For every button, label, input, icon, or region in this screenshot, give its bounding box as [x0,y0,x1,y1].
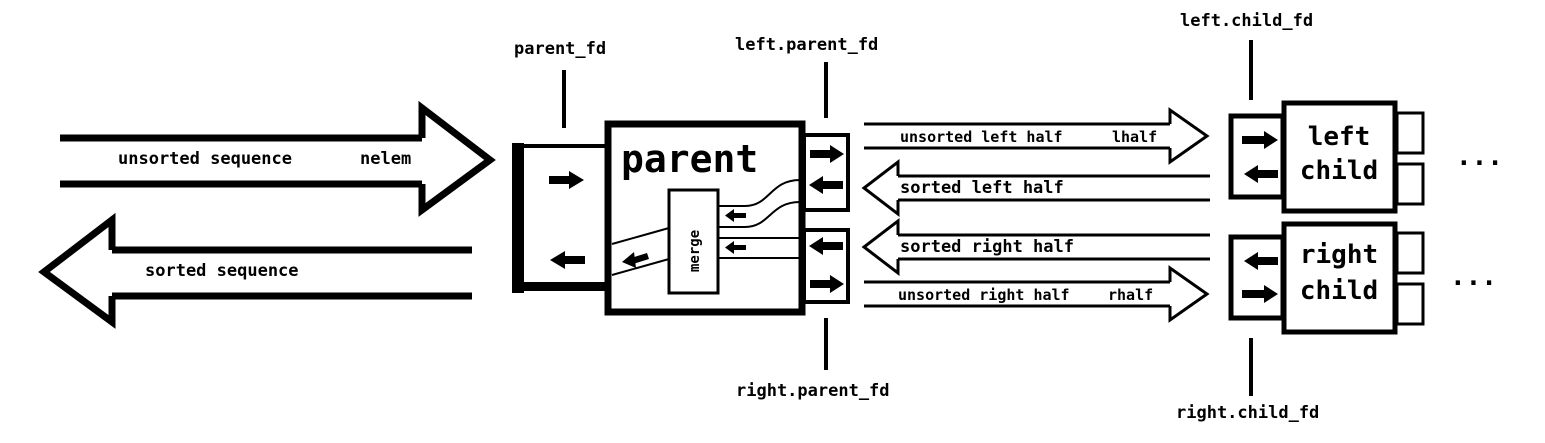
rhalf-label: rhalf [1108,286,1153,304]
left-parent-fd-out-arrow [810,145,844,163]
right-parent-fd-out-arrow [810,275,844,293]
unsorted-left-half-arrow [864,107,1210,165]
right-child-fd-socket [1228,234,1286,321]
right-child-fd-out-arrow [1244,252,1278,270]
parent-fd-socket [512,143,610,293]
right-child-fd-in-arrow [1242,285,1278,303]
left-parent-fd-in-arrow [809,176,843,194]
left-child-title-line2: child [1300,156,1378,186]
parent-fd-in-arrow [549,171,584,189]
sorted-right-half-label: sorted right half [900,237,1074,257]
right-parent-fd-in-arrow [809,237,843,255]
merge-in-arrow-top [725,209,746,222]
parent-title: parent [621,137,758,181]
sorted-left-half-label: sorted left half [900,178,1064,198]
unsorted-sequence-label: unsorted sequence [118,149,292,169]
left-child-socket-bottom [1395,162,1425,206]
nelem-label: nelem [360,149,411,169]
right-child-fd-label: right.child_fd [1176,403,1319,423]
parent-internal-pipes [611,179,801,276]
right-child-socket-bottom [1395,282,1425,326]
right-child-title-line1: right [1300,240,1378,270]
left-child-fd-label: left.child_fd [1180,11,1313,31]
merge-label: merge [687,230,703,272]
left-parent-fd-socket [802,133,850,212]
right-child-socket-top [1395,231,1425,275]
sorted-right-half-arrow [861,217,1210,277]
left-parent-fd-label: left.parent_fd [735,35,878,55]
unsorted-right-half-arrow [864,265,1210,323]
sorted-left-half-arrow [861,158,1210,218]
right-child-box [1281,221,1398,335]
unsorted-right-half-label: unsorted right half [898,286,1070,304]
left-child-box [1281,100,1398,214]
left-child-title-line1: left [1308,122,1371,152]
right-child-ellipsis: ... [1450,262,1497,292]
sorted-sequence-arrow [38,212,472,329]
unsorted-sequence-arrow [60,100,496,217]
left-child-fd-out-arrow [1244,165,1278,183]
right-parent-fd-socket [802,228,850,304]
sorted-sequence-label: sorted sequence [145,261,299,281]
merge-box [667,188,720,295]
parent-fd-out-arrow [550,251,585,269]
left-child-socket-top [1395,111,1425,155]
parent-fd-label: parent_fd [514,39,606,59]
merge-in-arrow-bottom [725,241,746,254]
right-child-title-line2: child [1300,276,1378,306]
right-parent-fd-label: right.parent_fd [736,381,890,401]
left-child-ellipsis: ... [1456,142,1503,172]
unsorted-left-half-label: unsorted left half [900,128,1063,146]
left-child-fd-socket [1228,113,1286,200]
merge-out-arrow [622,252,649,268]
left-child-fd-in-arrow [1242,131,1278,149]
lhalf-label: lhalf [1112,128,1157,146]
